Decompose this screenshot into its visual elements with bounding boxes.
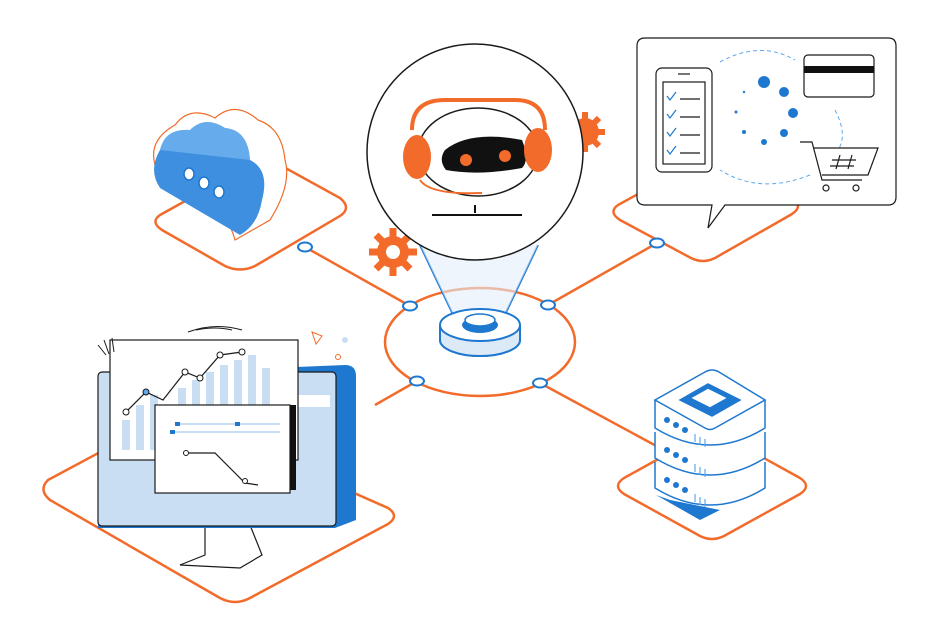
connection-lines	[304, 241, 661, 450]
loading-dots	[734, 76, 798, 145]
cloud-icon	[153, 108, 288, 241]
monitor-analytics-icon	[97, 326, 356, 569]
hub-base	[419, 244, 539, 357]
server-stack-icon	[653, 369, 767, 520]
report-panel	[154, 404, 291, 494]
shopping-cart-icon	[800, 141, 879, 192]
payment-speech-bubble	[636, 37, 897, 229]
robot-support-icon	[366, 43, 584, 261]
checklist-phone-icon	[655, 67, 713, 173]
credit-card-icon	[803, 54, 875, 98]
gear-icon	[369, 112, 605, 276]
connector-nodes	[297, 237, 665, 389]
